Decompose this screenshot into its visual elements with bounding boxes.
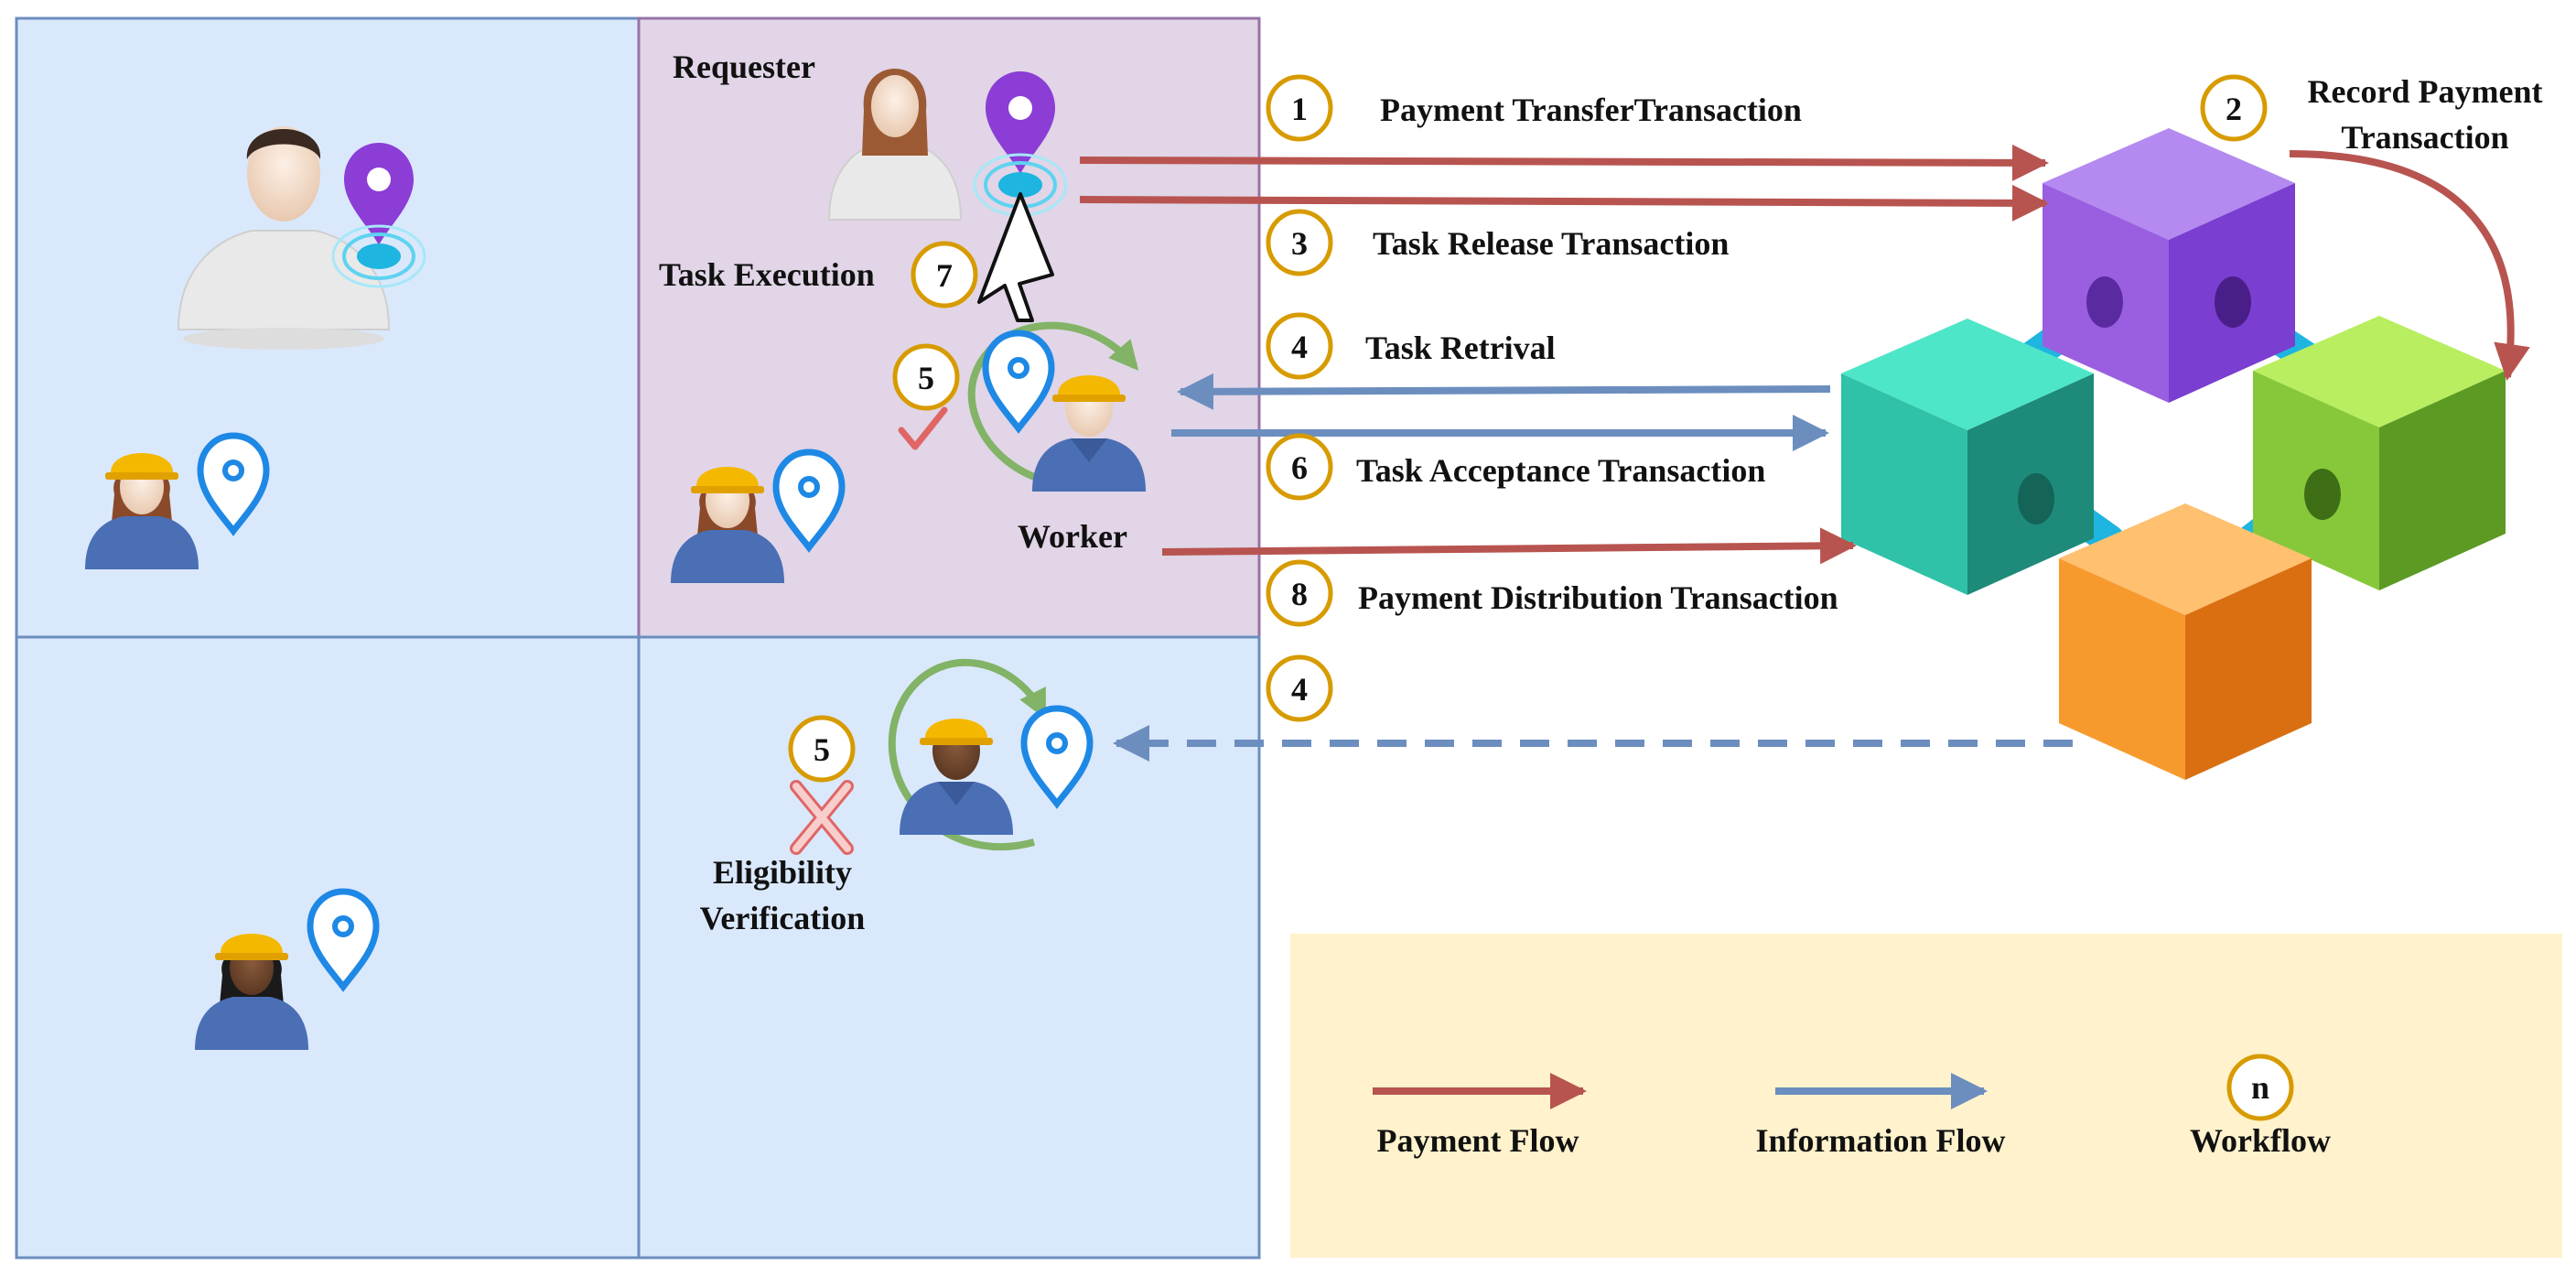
step-1-label: Payment TransferTransaction	[1380, 92, 1802, 128]
requester-label: Requester	[673, 49, 815, 85]
svg-text:6: 6	[1291, 449, 1308, 486]
eligibility-label-line2: Verification	[700, 900, 866, 936]
workflow-badge-3: 3	[1266, 209, 1333, 276]
step-2-label-line1: Record Payment	[2308, 73, 2543, 110]
eligibility-label-line1: Eligibility	[713, 854, 852, 891]
person-icon	[177, 126, 391, 350]
payment-flow-arrow-1	[1079, 144, 2049, 181]
legend-information-label: Information Flow	[1756, 1122, 2006, 1159]
legend-workflow-badge: n	[2226, 1054, 2294, 1121]
task-execution-label: Task Execution	[659, 256, 875, 293]
workflow-badge-5-worker: 5	[892, 343, 960, 411]
svg-text:3: 3	[1291, 225, 1308, 262]
workflow-badge-1: 1	[1266, 74, 1333, 142]
cross-icon	[790, 780, 854, 855]
workflow-badge-2: 2	[2200, 74, 2268, 142]
information-flow-arrow-4	[1177, 373, 1831, 410]
svg-text:4: 4	[1291, 329, 1308, 365]
step-8-label: Payment Distribution Transaction	[1358, 579, 1838, 616]
svg-text:n: n	[2251, 1069, 2269, 1106]
payment-flow-arrow-2	[2289, 150, 2530, 381]
payment-flow-arrow-8	[1161, 527, 1857, 565]
svg-text:5: 5	[814, 731, 830, 768]
workflow-badge-8: 8	[1266, 559, 1333, 627]
payment-flow-arrow-3	[1079, 184, 2049, 222]
loop-arrow-icon	[888, 658, 1047, 851]
worker-label: Worker	[1018, 518, 1127, 555]
workflow-badge-4: 4	[1266, 312, 1333, 380]
step-6-label: Task Acceptance Transaction	[1356, 452, 1765, 489]
svg-text:4: 4	[1291, 671, 1308, 708]
step-3-label: Task Release Transaction	[1373, 225, 1729, 262]
svg-text:5: 5	[918, 360, 934, 396]
legend-workflow-label: Workflow	[2190, 1122, 2331, 1159]
step-2-label-line2: Transaction	[2341, 119, 2508, 156]
legend-payment-label: Payment Flow	[1377, 1122, 1579, 1159]
svg-text:2: 2	[2226, 91, 2242, 127]
checkmark-icon	[898, 406, 948, 450]
person-icon	[827, 69, 963, 221]
legend-box	[1290, 934, 2562, 1258]
cursor-icon	[977, 192, 1054, 322]
workflow-badge-5-eligibility: 5	[788, 715, 856, 783]
step-4-label: Task Retrival	[1365, 330, 1556, 366]
blockchain-icon	[1841, 128, 2506, 780]
workflow-badge-6: 6	[1266, 433, 1333, 501]
workflow-badge-4-dashed: 4	[1266, 654, 1333, 722]
svg-text:1: 1	[1291, 91, 1308, 127]
svg-text:7: 7	[936, 257, 953, 294]
svg-text:8: 8	[1291, 576, 1308, 612]
workflow-badge-7: 7	[911, 241, 978, 308]
